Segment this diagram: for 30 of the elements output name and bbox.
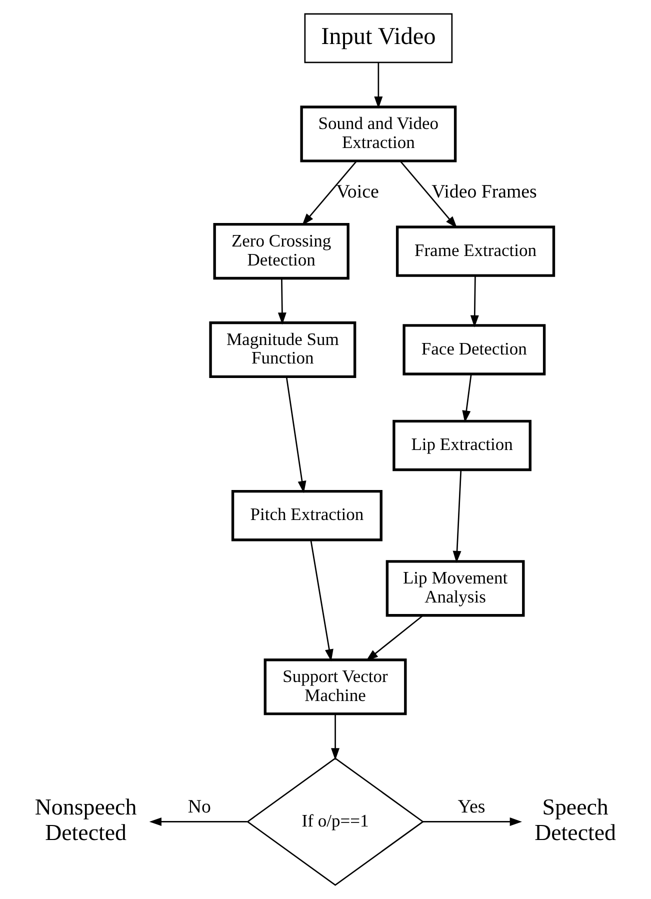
edge-label: No [188, 796, 211, 818]
node-box: Magnitude Sum Function [209, 321, 356, 378]
arrow [470, 276, 479, 328]
node-diamond: If o/p==1 [246, 757, 424, 886]
node-box: Face Detection [402, 324, 546, 376]
edge-label: Video Frames [432, 182, 537, 203]
node-box: Sound and Video Extraction [300, 106, 457, 162]
node-box: Frame Extraction [396, 226, 556, 277]
arrow [286, 376, 306, 494]
arrow [452, 470, 462, 564]
node-box: Lip Extraction [392, 420, 532, 472]
node-box: Pitch Extraction [231, 490, 382, 542]
node-box: Support Vector Machine [264, 658, 407, 716]
node-text: Nonspeech Detected [34, 794, 137, 846]
arrow [302, 160, 357, 226]
arrow [366, 614, 424, 662]
node-box: Input Video [304, 13, 453, 64]
node-box: Zero Crossing Detection [213, 222, 350, 280]
arrow [278, 278, 286, 325]
node-box: Lip Movement Analysis [386, 560, 525, 617]
arrow [422, 817, 522, 826]
arrow [331, 714, 340, 760]
arrow [400, 160, 458, 228]
edge-label: Voice [336, 182, 379, 203]
arrow [462, 374, 472, 423]
edge-label: Yes [458, 796, 486, 818]
arrow [149, 817, 248, 826]
arrow [374, 62, 383, 109]
arrow [310, 540, 334, 662]
node-text: Speech Detected [534, 794, 616, 846]
